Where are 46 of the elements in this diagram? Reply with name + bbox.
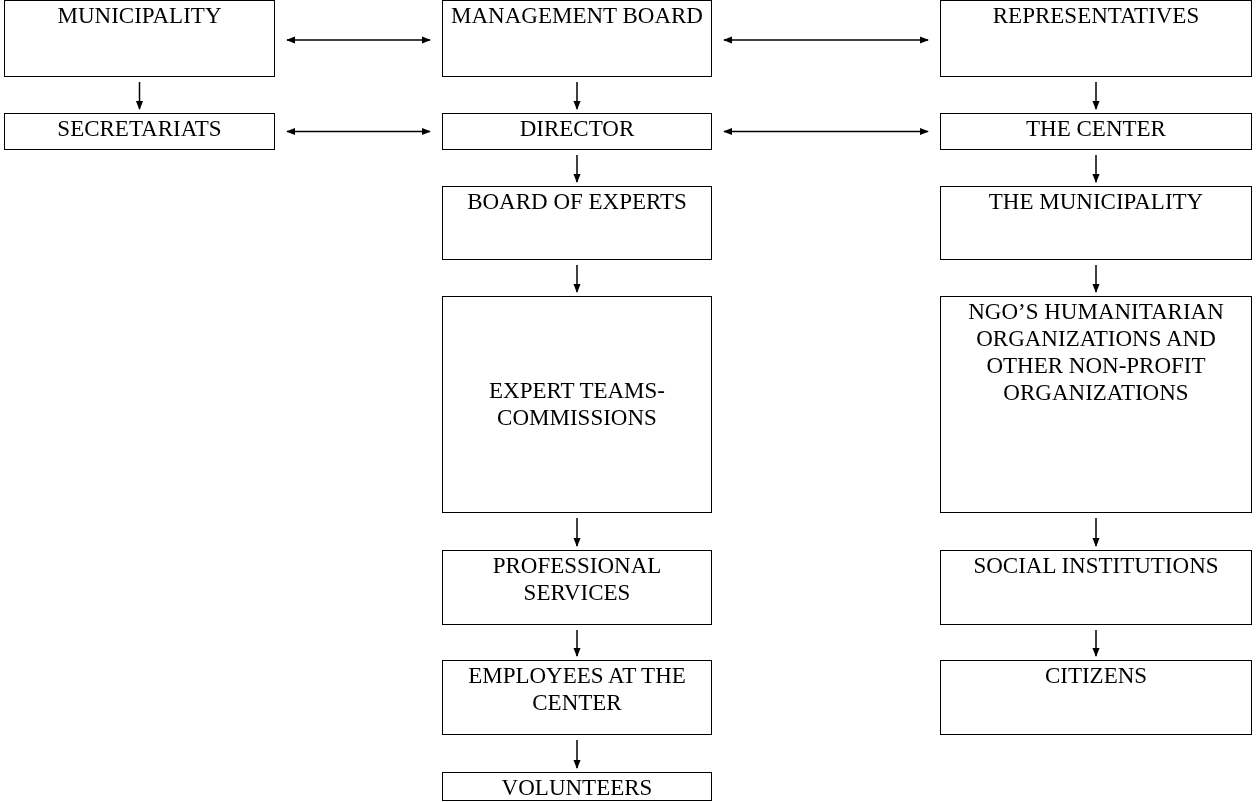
arrow	[573, 517, 581, 547]
org-box	[4, 0, 275, 77]
box-label: NGO’S HUMANITARIAN ORGANIZATIONS AND OTHER NON-PROFIT ORGANIZATIONS	[967, 299, 1225, 407]
arrow	[573, 739, 581, 769]
box-label: DIRECTOR	[519, 116, 635, 143]
box-label: PROFESSIONAL SERVICES	[491, 553, 663, 607]
arrow	[286, 36, 431, 44]
arrow	[723, 36, 929, 44]
box-label: EMPLOYEES AT THE CENTER	[467, 663, 687, 717]
arrow	[573, 154, 581, 183]
arrow	[573, 629, 581, 657]
org-box	[442, 113, 712, 150]
box-label: REPRESENTATIVES	[992, 3, 1200, 30]
box-label: EXPERT TEAMS-COMMISSIONS	[487, 377, 666, 432]
arrow	[1092, 264, 1100, 293]
org-box	[442, 772, 712, 801]
org-box	[442, 550, 712, 625]
org-box	[442, 0, 712, 77]
arrow	[1092, 154, 1100, 183]
org-box	[442, 186, 712, 260]
arrow	[573, 81, 581, 110]
org-box	[442, 660, 712, 735]
arrow	[135, 81, 144, 110]
org-box	[940, 296, 1252, 513]
box-label: MANAGEMENT BOARD	[451, 3, 703, 30]
org-box	[940, 113, 1252, 150]
box-label: CITIZENS	[1044, 663, 1148, 690]
box-label: SECRETARIATS	[57, 116, 222, 143]
org-box	[4, 113, 275, 150]
org-box	[940, 660, 1252, 735]
box-label: VOLUNTEERS	[501, 775, 653, 802]
box-label: THE CENTER	[1026, 116, 1166, 143]
arrow	[573, 264, 581, 293]
org-box	[442, 296, 712, 513]
arrow	[1092, 517, 1100, 547]
arrow	[286, 127, 431, 136]
arrow	[1092, 629, 1100, 657]
box-label: THE MUNICIPALITY	[988, 189, 1204, 216]
arrow	[1092, 81, 1100, 110]
org-box	[940, 550, 1252, 625]
box-label: BOARD OF EXPERTS	[467, 189, 687, 216]
org-box	[940, 0, 1252, 77]
box-label: SOCIAL INSTITUTIONS	[973, 553, 1219, 580]
arrow	[723, 127, 929, 136]
org-box	[940, 186, 1252, 260]
box-label: MUNICIPALITY	[57, 3, 222, 30]
